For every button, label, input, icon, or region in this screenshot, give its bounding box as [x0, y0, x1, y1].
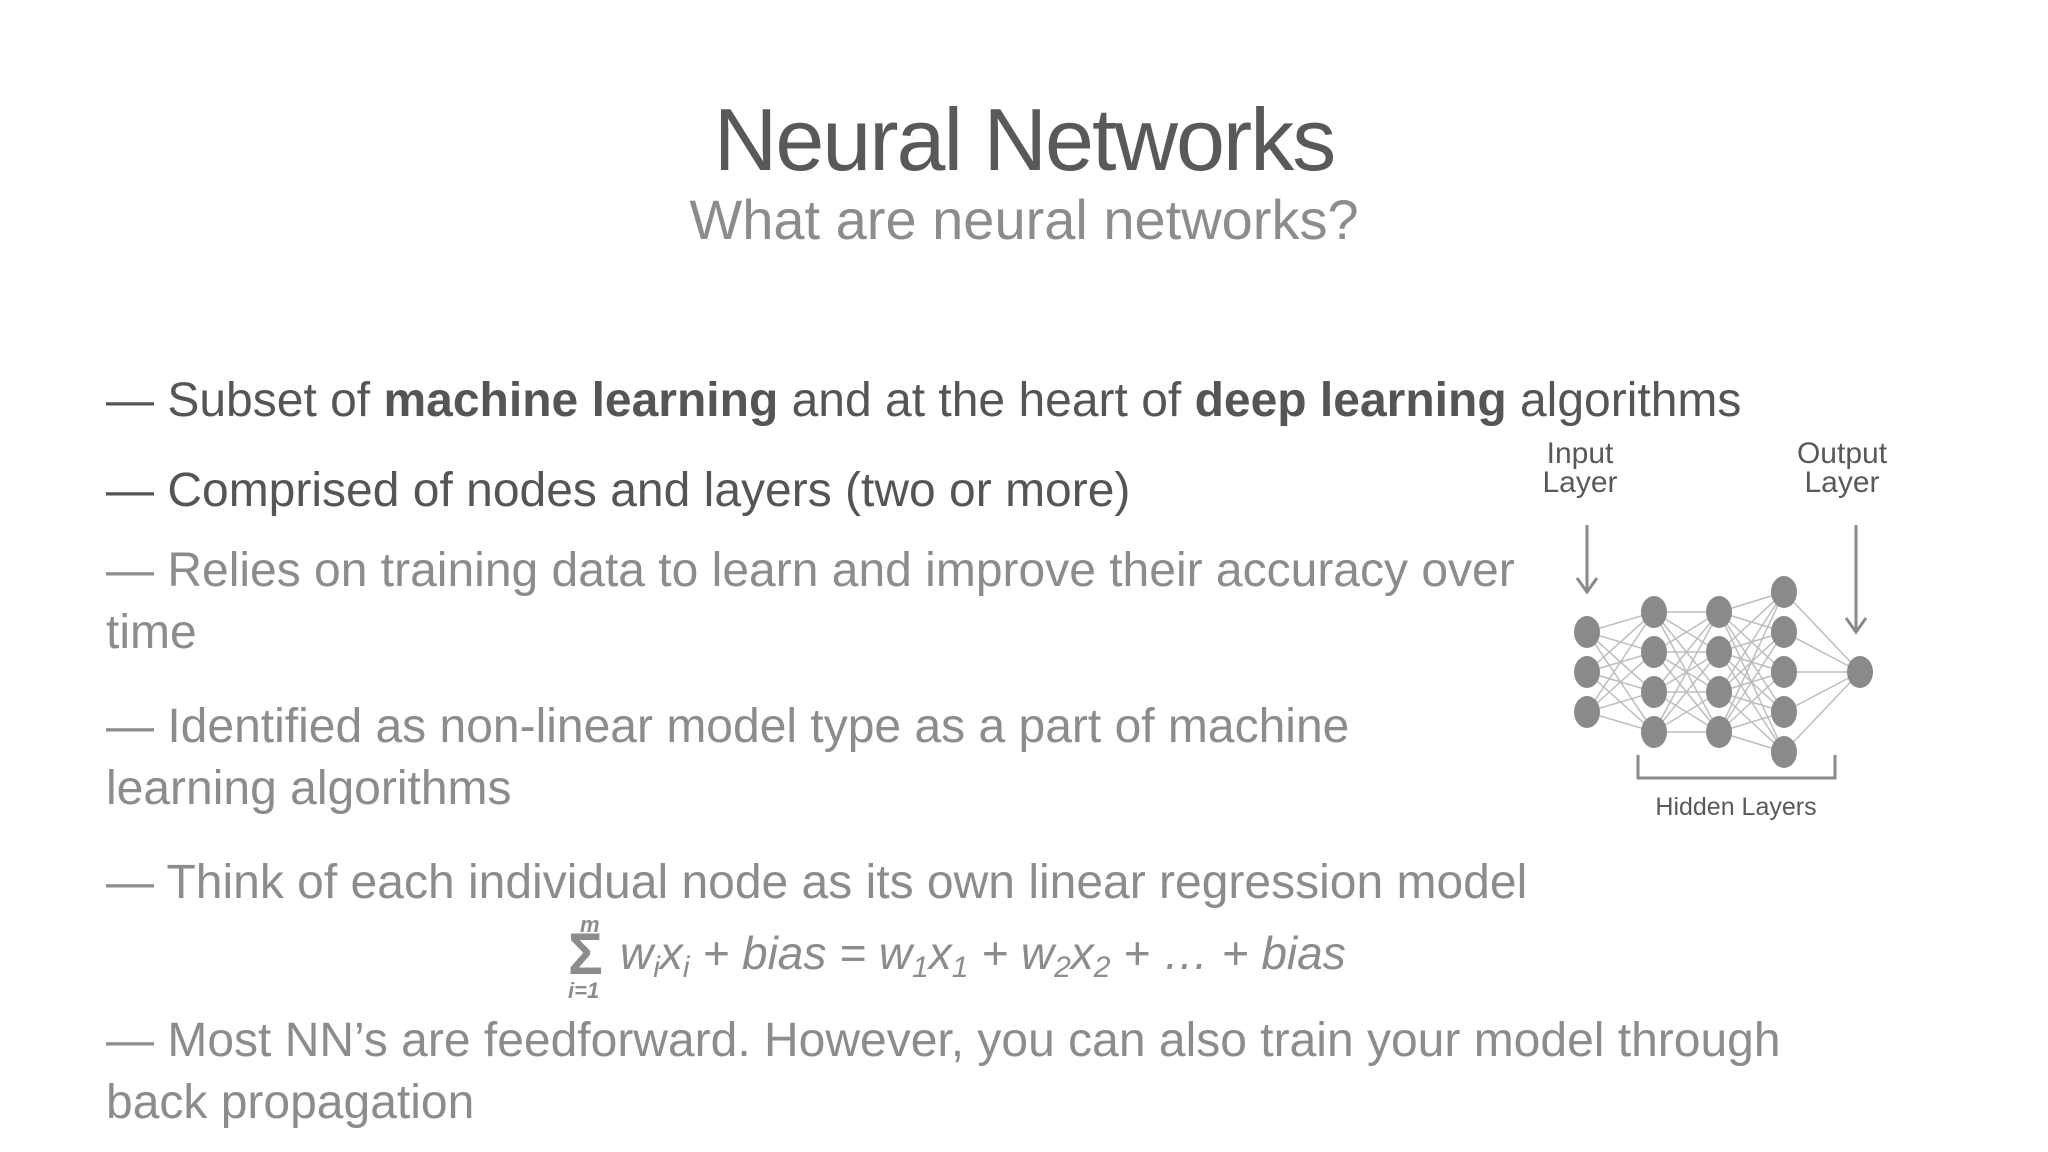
network-node-layer-2 [1641, 636, 1667, 668]
network-edge [1718, 591, 1785, 733]
bullet-3: — Relies on training data to learn and i… [106, 544, 1515, 659]
network-node-layer-1 [1574, 616, 1600, 648]
bullet-1: — Subset of machine learning and at the … [106, 370, 1741, 432]
network-edge [1653, 611, 1720, 693]
network-node-layer-1 [1574, 696, 1600, 728]
output-arrow [1844, 525, 1868, 635]
network-node-layer-2 [1641, 676, 1667, 708]
network-node-layer-3 [1706, 676, 1732, 708]
bullet-1-prefix: — Subset of [106, 374, 384, 427]
network-node-layer-4 [1771, 616, 1797, 648]
input-layer-label-2: Layer [1542, 466, 1617, 499]
input-arrow [1575, 525, 1599, 595]
network-edge [1586, 611, 1655, 673]
summation: m Σ i=1 [560, 912, 620, 1012]
bullet-1-bold-dl: deep learning [1194, 374, 1507, 427]
network-edge [1653, 651, 1720, 733]
network-node-layer-3 [1706, 596, 1732, 628]
network-edge [1783, 671, 1861, 753]
network-node-layer-4 [1771, 736, 1797, 768]
bullet-4: — Identified as non-linear model type as… [106, 700, 1350, 815]
slide-subtitle: What are neural networks? [689, 188, 1359, 251]
bullet-1-middle: and at the heart of [778, 374, 1195, 427]
network-edge [1586, 611, 1655, 713]
hidden-layers-label: Hidden Layers [1655, 793, 1816, 821]
network-node-layer-4 [1771, 656, 1797, 688]
network-edge [1783, 631, 1861, 673]
bullet-6: — Most NN’s are feedforward. However, yo… [106, 1014, 1781, 1129]
network-edge [1718, 591, 1785, 693]
network-edge [1718, 671, 1785, 733]
network-node-layer-4 [1771, 696, 1797, 728]
bullet-1-suffix: algorithms [1506, 374, 1742, 427]
network-edge [1653, 611, 1720, 733]
bullet-5: — Think of each individual node as its o… [106, 856, 1528, 909]
network-edge [1783, 671, 1861, 713]
output-layer-label-2: Layer [1804, 466, 1879, 499]
network-edge [1718, 631, 1785, 733]
sum-upper: m [580, 912, 600, 937]
network-node-layer-5 [1847, 656, 1873, 688]
network-node-layer-3 [1706, 636, 1732, 668]
input-layer-label-1: Input [1547, 437, 1614, 470]
network-node-layer-3 [1706, 716, 1732, 748]
neural-network-diagram: Input Layer Output Layer Hidden Layers [1542, 437, 1888, 821]
hidden-layers-bracket [1636, 755, 1837, 780]
formula-expression: wixi + bias = w1x1 + w2x2 + … + bias [620, 927, 1346, 984]
network-edge [1586, 651, 1655, 713]
network-edge [1783, 591, 1861, 673]
slide-title: Neural Networks [713, 90, 1336, 189]
bullet-1-bold-ml: machine learning [383, 374, 779, 427]
network-nodes [1574, 576, 1873, 768]
output-layer-label-1: Output [1797, 437, 1888, 470]
bullet-2: — Comprised of nodes and layers (two or … [106, 464, 1131, 517]
sum-lower: i=1 [568, 978, 600, 1003]
network-node-layer-2 [1641, 596, 1667, 628]
network-node-layer-2 [1641, 716, 1667, 748]
sigma-symbol: Σ [568, 922, 603, 987]
network-node-layer-1 [1574, 656, 1600, 688]
network-node-layer-4 [1771, 576, 1797, 608]
network-edge [1718, 591, 1785, 653]
